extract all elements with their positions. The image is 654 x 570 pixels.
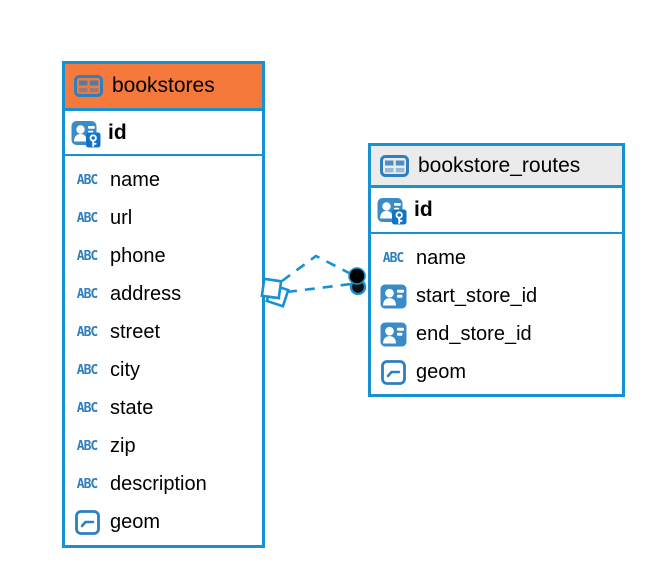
column-row-name[interactable]: ABC name xyxy=(371,239,622,277)
column-name: name xyxy=(416,246,467,269)
column-row-address[interactable]: ABC address xyxy=(65,275,262,313)
table-bookstore-routes-header[interactable]: bookstore_routes xyxy=(371,146,622,188)
table-icon xyxy=(73,75,103,97)
column-row-street[interactable]: ABC street xyxy=(65,313,262,351)
column-row-description[interactable]: ABC description xyxy=(65,465,262,503)
table-bookstores-header[interactable]: bookstores xyxy=(65,64,262,111)
text-icon: ABC xyxy=(382,250,405,266)
text-icon: ABC xyxy=(76,400,99,416)
geometry-icon xyxy=(72,509,102,535)
column-row-start_store_id[interactable]: start_store_id xyxy=(371,277,622,315)
relationship-source-marker[interactable] xyxy=(260,277,290,308)
text-icon: ABC xyxy=(76,210,99,226)
column-row-geom[interactable]: geom xyxy=(65,503,262,541)
column-row-name[interactable]: ABC name xyxy=(65,161,262,199)
primary-key-icon xyxy=(71,118,101,148)
column-name: start_store_id xyxy=(416,284,538,307)
primary-key-row[interactable]: id xyxy=(65,111,262,156)
column-name: name xyxy=(110,168,161,191)
geometry-icon xyxy=(378,359,408,385)
columns-list: ABC name start_store_id end_store_id geom xyxy=(371,234,622,395)
column-row-zip[interactable]: ABC zip xyxy=(65,427,262,465)
relationship-target-marker[interactable] xyxy=(348,267,367,296)
text-icon: ABC xyxy=(76,286,99,302)
column-row-url[interactable]: ABC url xyxy=(65,199,262,237)
primary-key-row[interactable]: id xyxy=(371,188,622,234)
column-row-state[interactable]: ABC state xyxy=(65,389,262,427)
table-icon xyxy=(379,154,409,177)
text-icon: ABC xyxy=(76,438,99,454)
text-icon: ABC xyxy=(76,324,99,340)
text-icon: ABC xyxy=(76,172,99,188)
column-row-end_store_id[interactable]: end_store_id xyxy=(371,315,622,353)
column-name: geom xyxy=(416,360,467,383)
column-name: city xyxy=(110,358,140,381)
column-name: street xyxy=(110,320,161,343)
text-icon: ABC xyxy=(76,362,99,378)
column-name: url xyxy=(110,206,133,229)
column-name: end_store_id xyxy=(416,322,532,345)
primary-key-name: id xyxy=(414,198,433,221)
reference-icon xyxy=(378,284,408,309)
column-name: description xyxy=(110,472,207,495)
column-name: state xyxy=(110,396,154,419)
table-title: bookstores xyxy=(112,74,215,97)
column-row-phone[interactable]: ABC phone xyxy=(65,237,262,275)
primary-key-icon xyxy=(377,195,407,225)
column-name: phone xyxy=(110,244,166,267)
primary-key-name: id xyxy=(108,120,127,144)
relationship-connector-2[interactable] xyxy=(286,282,352,294)
column-name: geom xyxy=(110,510,161,533)
column-row-geom[interactable]: geom xyxy=(371,353,622,391)
column-name: zip xyxy=(110,434,136,457)
relationship-connector-1[interactable] xyxy=(281,254,354,283)
column-row-city[interactable]: ABC city xyxy=(65,351,262,389)
table-title: bookstore_routes xyxy=(418,153,581,177)
reference-icon xyxy=(378,322,408,347)
table-bookstore-routes[interactable]: bookstore_routes id ABC name start_store_… xyxy=(368,143,625,397)
text-icon: ABC xyxy=(76,248,99,264)
column-name: address xyxy=(110,282,182,305)
text-icon: ABC xyxy=(76,476,99,492)
